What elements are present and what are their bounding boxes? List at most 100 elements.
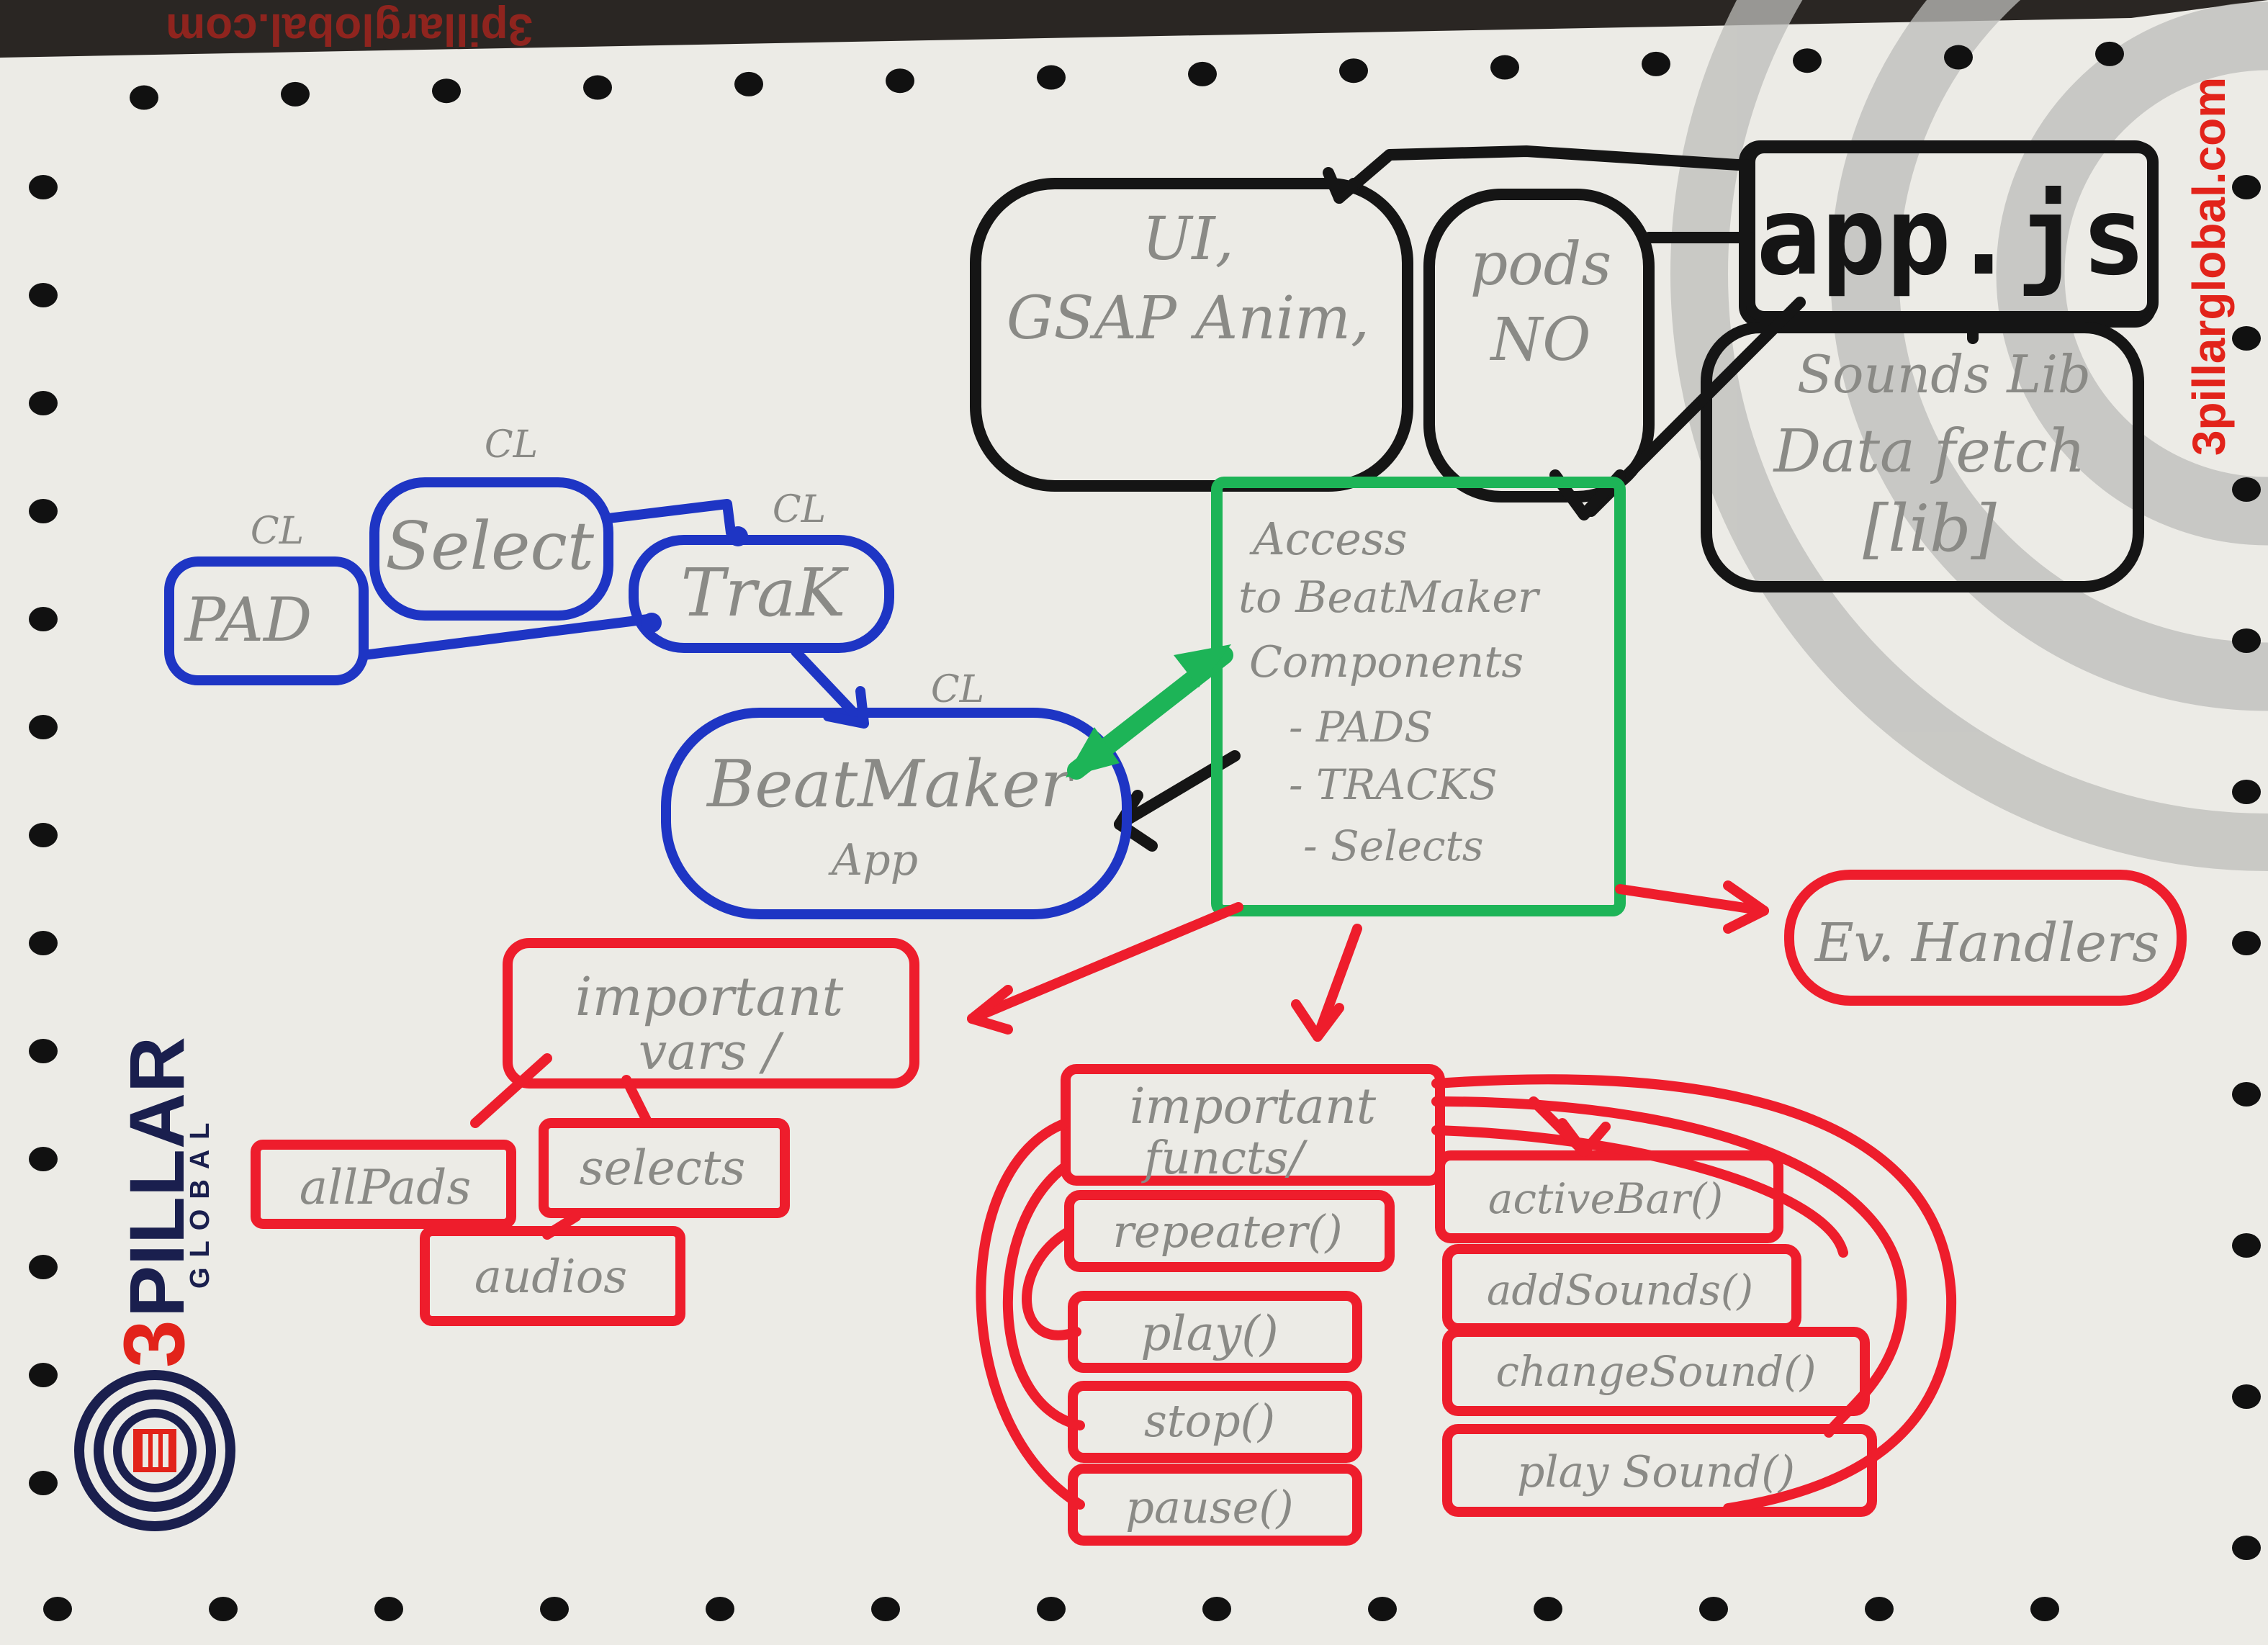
pad-to-track-connector [359,614,653,660]
ui-gsap-line2: GSAP Anim, [1007,284,1369,353]
select-box [369,477,613,621]
perforation-dot [1490,55,1519,80]
beatmaker-box [661,708,1132,919]
selects-box [539,1118,790,1218]
swirl-watermark [1670,0,2268,871]
access-line3: Components [1249,637,1524,688]
access-to-vars-arrow [967,902,1243,1024]
pause-label: pause() [1125,1481,1293,1533]
perforation-dot [2232,1384,2261,1409]
perforation-dot [1188,61,1217,86]
perforation-dot [2232,1082,2261,1107]
access-line4: - PADS [1289,703,1433,752]
access-line1: Access [1249,513,1408,565]
sounds-lib-line2: Data fetch [1772,418,2085,486]
beatmaker-line1: BeatMaker [706,747,1075,822]
watermark-top: 3pillarglobal.com [166,4,533,54]
brand-logo: 3 PILLAR GLOBAL [74,1037,235,1531]
logo-name: PILLAR [113,1037,200,1317]
add-sounds-label: addSounds() [1487,1266,1753,1315]
pad-label: PAD [184,585,312,655]
change-sound-box [1442,1327,1870,1416]
watermark-side: 3pillarglobal.com [2183,77,2235,456]
perforation-dot [29,175,58,199]
track-to-beatmaker-arrow [791,646,865,725]
perforation-dot [2232,780,2261,804]
perforation-dot [871,1597,900,1621]
ui-gsap-box [970,178,1413,492]
perforation-dot [1642,51,1670,76]
vars-to-allpads-connector [470,1053,552,1128]
perforation-dot [1793,48,1822,73]
perforation-dot [1368,1597,1397,1621]
all-pads-label: allPads [300,1160,471,1215]
perforation-dot [706,1597,734,1621]
important-vars-line1: important [575,966,844,1028]
track-box [629,535,894,653]
pods-box [1423,189,1655,502]
perforation-dot [1534,1597,1562,1621]
sounds-lib-line1: Sounds Lib [1797,344,2091,405]
track-label: TraK [681,554,850,631]
perforation-dot [43,1597,72,1621]
play-sound-label: play Sound() [1517,1447,1795,1497]
select-tag: CL [485,423,538,467]
perforation-dot [1037,65,1066,90]
sounds-lib-box [1701,322,2144,592]
important-vars-box [503,938,919,1089]
select-label: Select [385,508,595,585]
pods-line1: pods [1470,230,1611,299]
perforation-dot [1944,45,1973,70]
logo-sub: GLOBAL [185,1113,215,1289]
selects-label: selects [580,1140,745,1196]
perforation-dot [583,75,612,100]
perforation-dot [374,1597,403,1621]
play-sound-box [1442,1424,1877,1517]
beatmaker-line2: App [828,835,918,885]
ev-handlers-box [1784,870,2187,1006]
important-vars-line2: vars / [639,1022,785,1081]
funcs-right-loop-1 [1431,1074,1957,1513]
perforation-dot [29,1363,58,1387]
audios-label: audios [474,1250,627,1304]
logo-digit: 3 [106,1320,202,1368]
repeater-label: repeater() [1112,1205,1342,1258]
perforation-dot [2232,175,2261,199]
all-pads-box [251,1140,516,1229]
perforation-dot [1339,58,1368,84]
perforation-dot [29,1255,58,1279]
perforation-dot [2030,1597,2059,1621]
active-bar-label: activeBar() [1488,1174,1723,1223]
perforation-dot [734,71,763,96]
perforation-dots [29,41,2261,1621]
perforation-dot [29,1471,58,1495]
funcs-left-loop-1 [976,1118,1085,1510]
green-ink-group [1211,477,1626,916]
change-sound-label: changeSound() [1496,1347,1817,1396]
perforation-dot [2095,41,2124,66]
perforation-dot [2232,628,2261,653]
perforation-dot [29,283,58,307]
perforation-dot [432,78,461,104]
perforation-dot [886,68,914,94]
perforation-dot [540,1597,569,1621]
pods-line2: NO [1490,306,1591,374]
perforation-dot [1865,1597,1894,1621]
blue-ink-group [164,477,1132,919]
perforation-dot [2232,477,2261,502]
play-label: play() [1140,1306,1279,1361]
perforation-dot [29,607,58,631]
perforation-dot [1202,1597,1231,1621]
ui-gsap-line1: UI, [1142,205,1234,274]
perforation-dot [1037,1597,1066,1621]
access-line2: to BeatMaker [1238,572,1541,623]
funcs-left-loop-2 [1002,1161,1085,1430]
access-to-handlers-arrow [1615,884,1769,916]
perforation-dot [2232,326,2261,351]
app-to-access-arrow [1585,297,1806,517]
access-line6: - Selects [1303,821,1484,870]
perforation-dot [29,931,58,955]
pad-box [164,556,369,685]
